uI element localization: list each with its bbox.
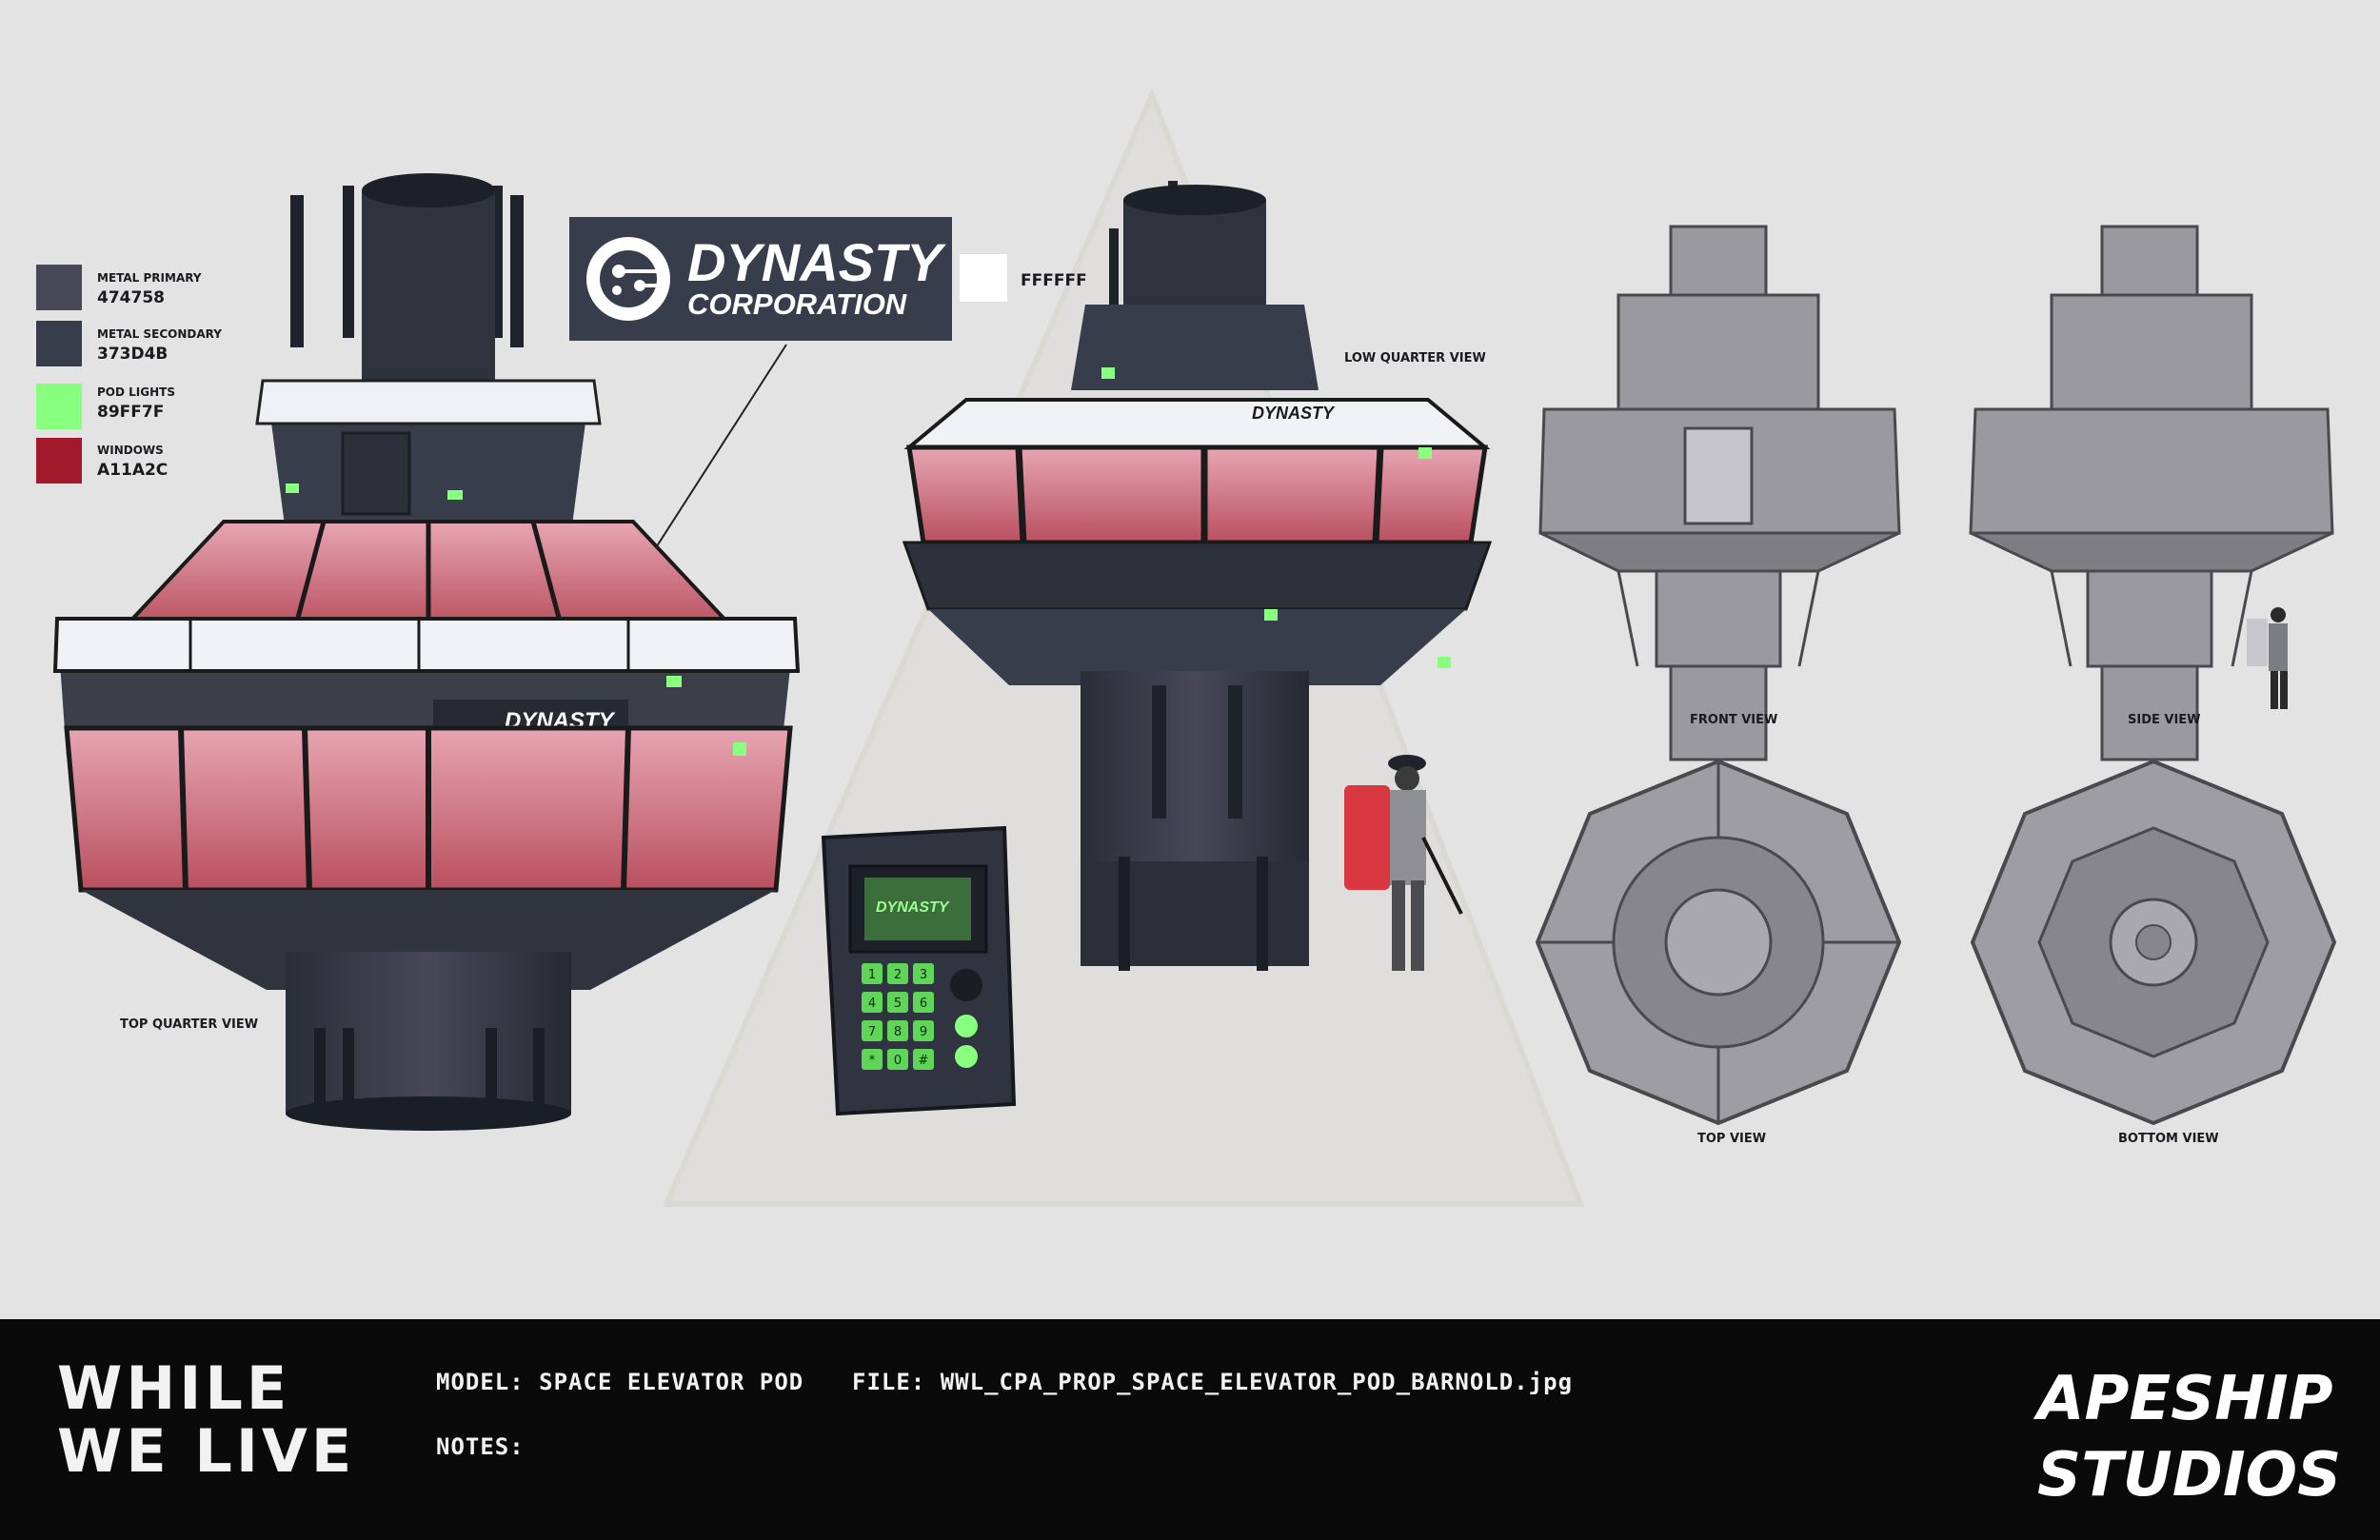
dynasty-logo: DYNASTY CORPORATION: [569, 217, 952, 341]
keypad-key-label: #: [919, 1054, 929, 1068]
keypad-key: [913, 1049, 934, 1070]
keypad-key: [887, 1020, 908, 1041]
swatch-code: 373D4B: [97, 345, 168, 364]
model-label: MODEL: SPACE ELEVATOR POD: [436, 1369, 804, 1395]
notes-label: NOTES:: [436, 1433, 525, 1460]
concept-art-sheet: METAL PRIMARY 474758 METAL SECONDARY 373…: [36, 88, 2337, 1207]
swatch-label: METAL PRIMARY: [97, 271, 202, 285]
file-label: FILE: WWL_CPA_PROP_SPACE_ELEVATOR_POD_BA…: [852, 1369, 1574, 1395]
swatch-label: METAL SECONDARY: [97, 327, 222, 341]
white-code: FFFFFF: [1021, 271, 1087, 290]
view-label-top-quarter: TOP QUARTER VIEW: [120, 1017, 258, 1032]
pod2-logo-line1: DYNASTY: [1252, 404, 1336, 423]
keypad-key-label: 8: [894, 1025, 902, 1039]
keypad-key-label: 6: [920, 997, 927, 1011]
swatch-code: A11A2C: [97, 461, 168, 480]
color-swatches: METAL PRIMARY 474758 METAL SECONDARY 373…: [36, 265, 222, 484]
footer-bar: WHILE WE LIVE MODEL: SPACE ELEVATOR POD …: [0, 1319, 2380, 1540]
logo-line1: DYNASTY: [687, 232, 946, 292]
swatch-windows: [36, 438, 82, 484]
guard-figure: [1344, 755, 1463, 971]
keypad-key: [913, 963, 934, 984]
front-view: [1538, 225, 1901, 761]
keypad-button-green: [955, 1015, 978, 1037]
project-title-line2: WE LIVE: [57, 1416, 356, 1486]
swatch-label: WINDOWS: [97, 444, 164, 457]
pod-low-quarter-view: DYNASTY: [902, 181, 1493, 971]
view-label-side: SIDE VIEW: [2128, 713, 2201, 727]
keypad-key: [862, 963, 883, 984]
keypad-key: [887, 963, 908, 984]
pod-top-quarter-view: DYNASTY CORPORATION: [52, 173, 801, 1131]
swatch-white: [960, 254, 1007, 302]
keypad-speaker-icon: [950, 969, 982, 1001]
keypad-key-label: *: [869, 1054, 876, 1068]
keypad-key: [862, 992, 883, 1013]
swatch-metal-secondary: [36, 321, 82, 366]
keypad-device: DYNASTY 1 2 3 4 5 6 7 8 9 * 0 #: [821, 825, 1017, 1116]
keypad-screen-text: DYNASTY: [876, 899, 950, 916]
view-label-bottom: BOTTOM VIEW: [2118, 1132, 2219, 1146]
swatch-code: 89FF7F: [97, 403, 164, 422]
keypad-button-green: [955, 1045, 978, 1068]
keypad-keys: 1 2 3 4 5 6 7 8 9 * 0 #: [862, 963, 934, 1070]
view-label-low-quarter: LOW QUARTER VIEW: [1344, 351, 1486, 365]
studio-line2: STUDIOS: [2037, 1440, 2341, 1510]
keypad-key-label: 7: [868, 1025, 876, 1039]
top-view: [1535, 759, 1902, 1126]
swatch-pod-lights: [36, 384, 82, 429]
swatch-label: POD LIGHTS: [97, 385, 175, 399]
keypad-key: [862, 1020, 883, 1041]
guard-figure-small: [2247, 607, 2288, 709]
keypad-key: [862, 1049, 883, 1070]
keypad-key-label: 3: [920, 968, 927, 982]
swatch-metal-primary: [36, 265, 82, 310]
keypad-key: [913, 1020, 934, 1041]
apeship-studios-logo: APESHIP STUDIOS: [2033, 1364, 2341, 1510]
keypad-key-label: 0: [894, 1054, 902, 1068]
keypad-key: [887, 1049, 908, 1070]
side-view: [1969, 225, 2334, 761]
project-title-line1: WHILE: [57, 1353, 291, 1423]
keypad-key-label: 4: [868, 997, 876, 1011]
keypad-key-label: 2: [894, 968, 902, 982]
keypad-key-label: 5: [894, 997, 902, 1011]
bottom-view: [1970, 759, 2337, 1126]
logo-line2: CORPORATION: [687, 287, 907, 321]
studio-line1: APESHIP: [2033, 1364, 2333, 1434]
keypad-key: [887, 992, 908, 1013]
view-label-front: FRONT VIEW: [1690, 713, 1777, 727]
keypad-key-label: 1: [868, 968, 876, 982]
keypad-key-label: 9: [920, 1025, 927, 1039]
view-label-top: TOP VIEW: [1697, 1132, 1766, 1146]
keypad-key: [913, 992, 934, 1013]
swatch-code: 474758: [97, 288, 165, 307]
